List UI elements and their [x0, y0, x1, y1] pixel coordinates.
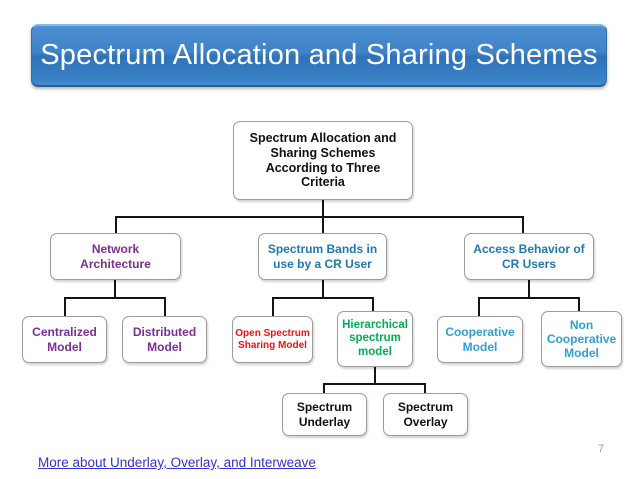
connector-bus-access-behavior — [478, 297, 580, 299]
connector-drop-spectrum-underlay — [323, 383, 325, 394]
connector-drop-centralized — [64, 297, 66, 317]
connector-bus-hierarchical — [323, 383, 426, 385]
node-network-architecture[interactable]: Network Architecture — [50, 233, 181, 280]
more-about-link[interactable]: More about Underlay, Overlay, and Interw… — [38, 455, 316, 470]
connector-drop-access-behavior — [522, 216, 524, 234]
node-spectrum-bands-label: Spectrum Bands in use by a CR User — [267, 242, 378, 271]
node-spectrum-underlay-label: Spectrum Underlay — [296, 400, 353, 429]
node-cooperative-model[interactable]: Cooperative Model — [437, 316, 523, 363]
page-number: 7 — [598, 443, 605, 455]
connector-drop-non-cooperative — [578, 297, 580, 317]
connector-drop-spectrum-overlay — [424, 383, 426, 394]
connector-bus-spectrum-bands — [272, 297, 374, 299]
node-open-spectrum-sharing-model-label: Open Spectrum Sharing Model — [235, 327, 310, 351]
node-access-behavior[interactable]: Access Behavior of CR Users — [464, 233, 594, 280]
connector-drop-network-architecture — [115, 216, 117, 234]
node-hierarchical-spectrum-model-label: Hierarchical spectrum model — [342, 318, 408, 358]
connector-drop-cooperative — [478, 297, 480, 317]
node-spectrum-overlay-label: Spectrum Overlay — [397, 400, 454, 429]
node-spectrum-overlay[interactable]: Spectrum Overlay — [383, 393, 468, 436]
node-root-label: Spectrum Allocation and Sharing Schemes … — [249, 131, 397, 190]
node-distributed-model[interactable]: Distributed Model — [122, 316, 207, 363]
node-cooperative-model-label: Cooperative Model — [445, 325, 515, 354]
node-network-architecture-label: Network Architecture — [80, 242, 151, 271]
connector-stem-network-architecture — [114, 280, 116, 299]
connector-stem-hierarchical — [374, 367, 376, 385]
connector-bus-network-architecture — [64, 297, 166, 299]
node-non-cooperative-model[interactable]: Non Cooperative Model — [541, 311, 622, 367]
node-centralized-model-label: Centralized Model — [32, 325, 97, 354]
node-spectrum-bands[interactable]: Spectrum Bands in use by a CR User — [258, 233, 387, 280]
node-root-criteria[interactable]: Spectrum Allocation and Sharing Schemes … — [233, 121, 413, 200]
node-non-cooperative-model-label: Non Cooperative Model — [546, 317, 617, 361]
connector-drop-distributed — [164, 297, 166, 317]
connector-stem-access-behavior — [528, 280, 530, 299]
node-access-behavior-label: Access Behavior of CR Users — [473, 242, 585, 271]
slide-title-banner: Spectrum Allocation and Sharing Schemes — [31, 24, 607, 87]
connector-drop-hierarchical — [372, 297, 374, 317]
connector-stem-spectrum-bands — [322, 280, 324, 299]
node-distributed-model-label: Distributed Model — [132, 325, 197, 354]
connector-level1-bus — [115, 216, 524, 218]
page-title: Spectrum Allocation and Sharing Schemes — [40, 39, 598, 71]
connector-drop-open-spectrum — [272, 297, 274, 317]
node-open-spectrum-sharing-model[interactable]: Open Spectrum Sharing Model — [232, 316, 313, 363]
node-spectrum-underlay[interactable]: Spectrum Underlay — [282, 393, 367, 436]
node-hierarchical-spectrum-model[interactable]: Hierarchical spectrum model — [337, 311, 413, 367]
node-centralized-model[interactable]: Centralized Model — [22, 316, 107, 363]
